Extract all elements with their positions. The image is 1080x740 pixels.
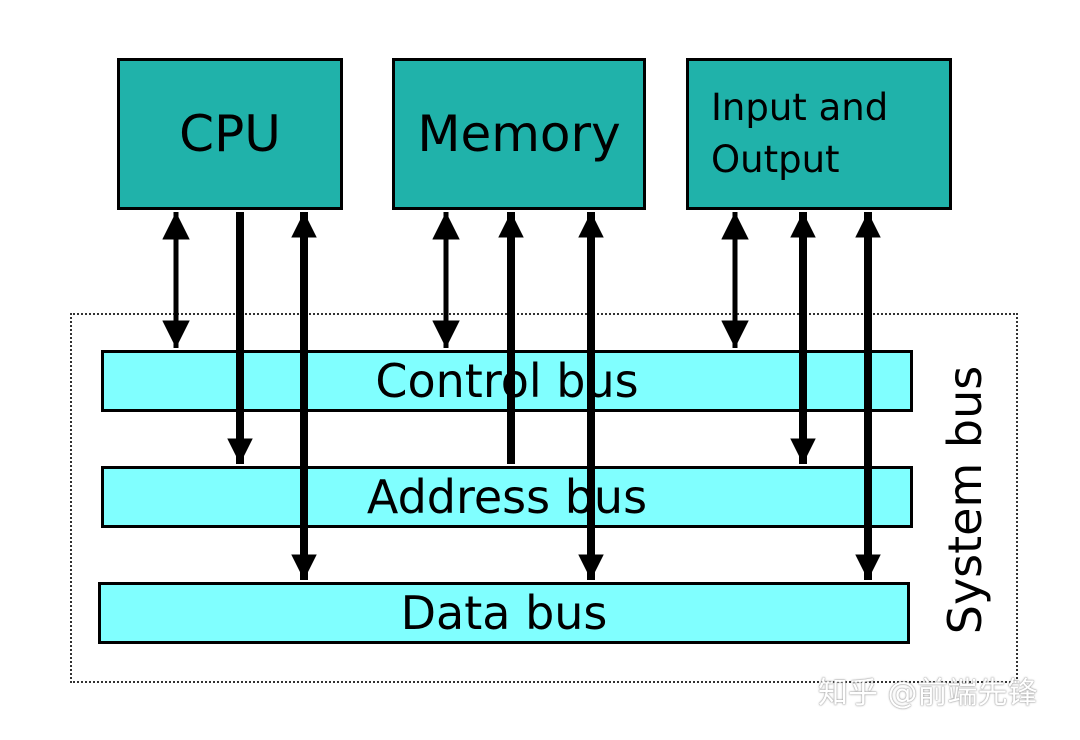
system-bus-frame	[70, 313, 1018, 683]
memory-box: Memory	[392, 58, 646, 210]
input-output-label: Input and Output	[711, 86, 889, 181]
data-bus-label: Data bus	[400, 586, 608, 640]
watermark: 知乎 @前端先锋	[818, 676, 1038, 711]
system-bus-label: System bus	[938, 365, 992, 635]
cpu-label: CPU	[179, 105, 281, 163]
data-bus: Data bus	[98, 582, 910, 644]
memory-label: Memory	[417, 105, 621, 163]
input-output-box: Input and Output	[686, 58, 952, 210]
cpu-box: CPU	[117, 58, 343, 210]
